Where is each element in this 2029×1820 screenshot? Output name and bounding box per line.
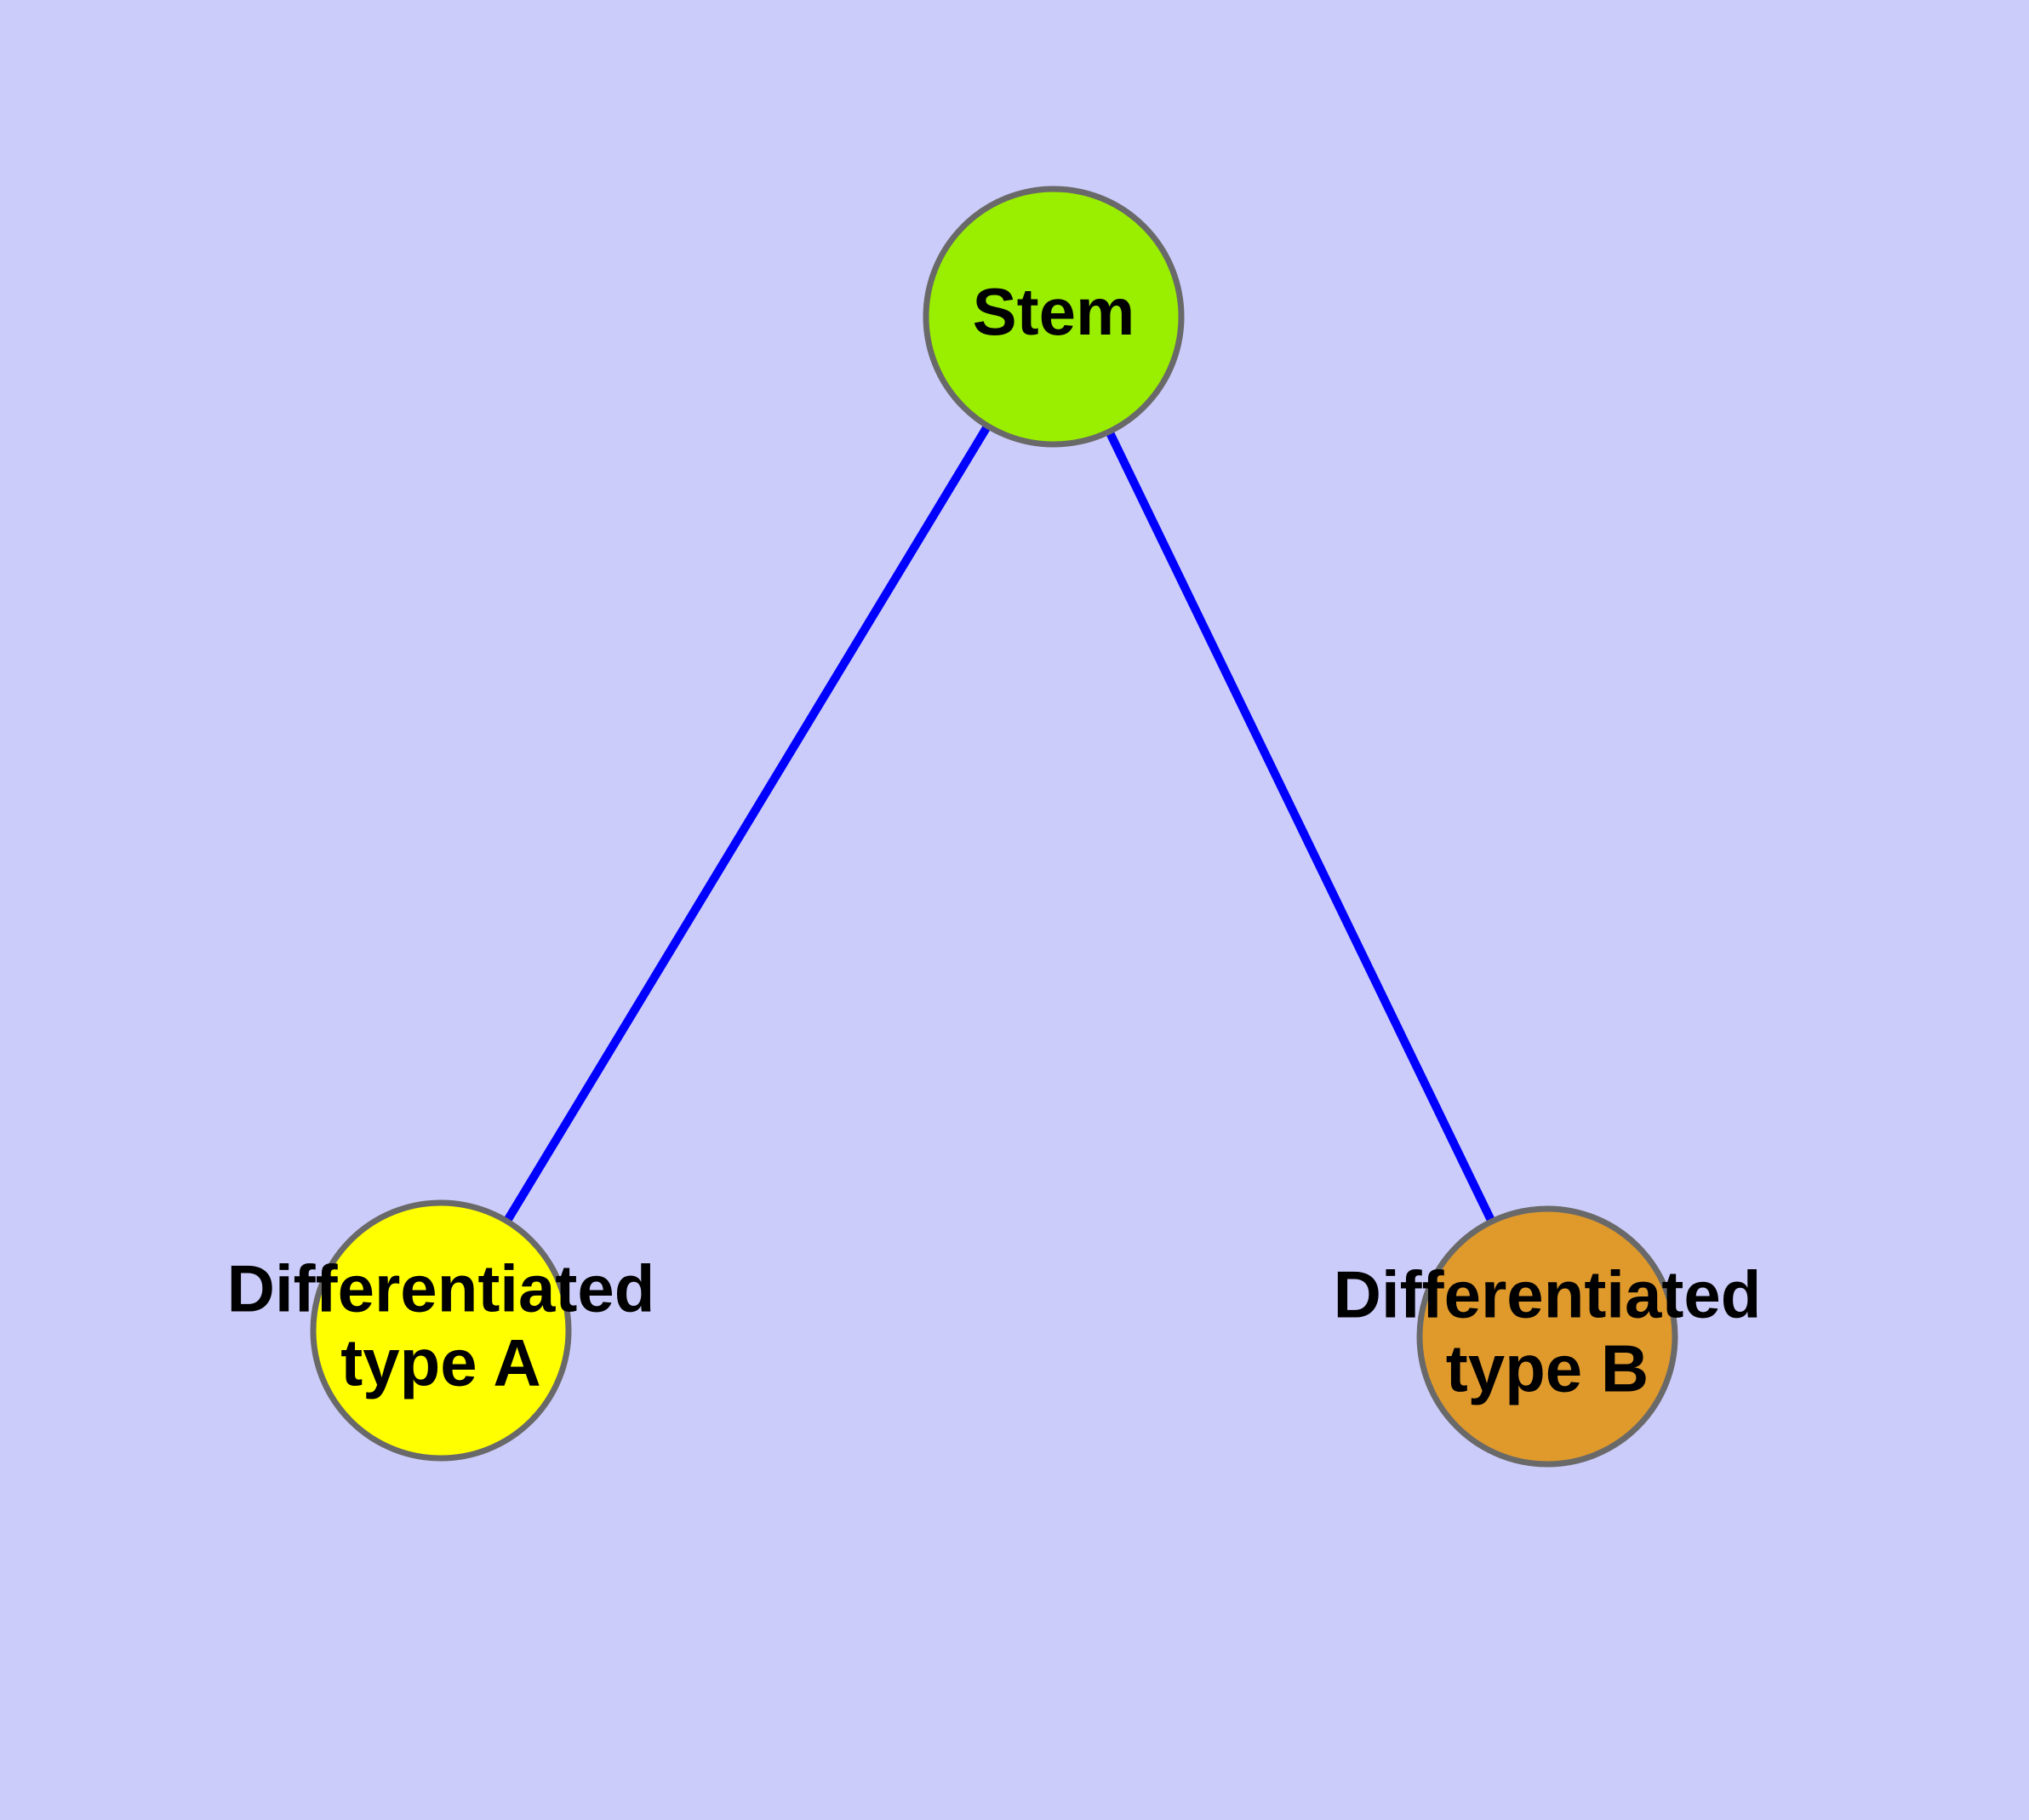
node-circle-diff_a[interactable] [310,1199,572,1462]
node-label-line: Differentiated [1334,1256,1762,1331]
node-circle-stem[interactable] [923,186,1185,448]
edge-layer [503,423,1496,1224]
node-label-line: Stem [973,274,1135,349]
node-label-line: type B [1446,1331,1649,1405]
node-label-line: Differentiated [227,1251,655,1325]
node-label-stem: Stem [973,274,1135,349]
node-circle-diff_b[interactable] [1416,1205,1678,1468]
graph-edge-stem-to-b [1105,429,1496,1224]
graph-node-stem[interactable]: Stem [923,186,1185,448]
graph-edge-stem-to-a [503,423,992,1224]
node-label-line: type A [340,1325,541,1399]
